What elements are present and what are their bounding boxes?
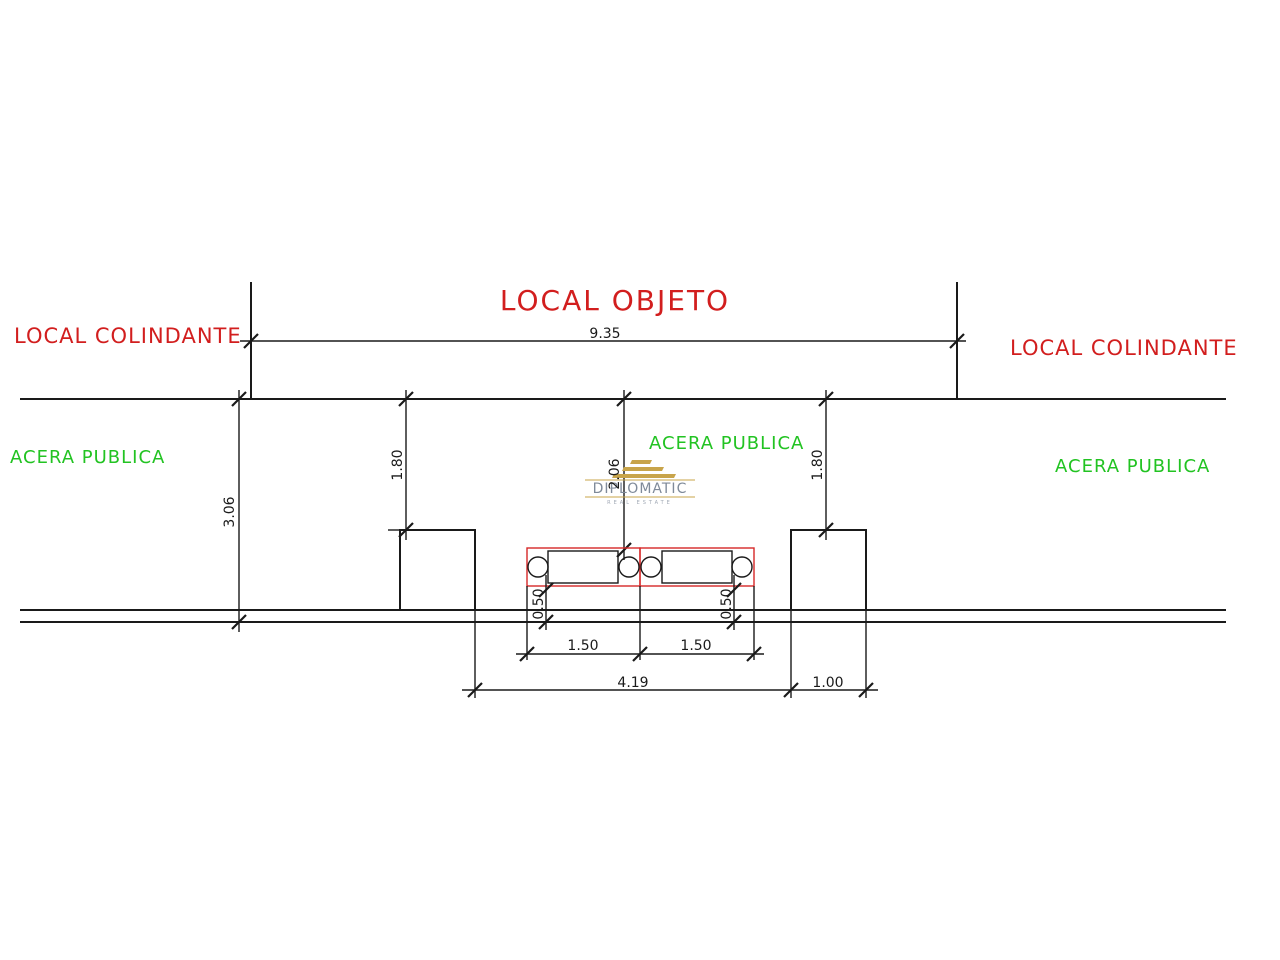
dim-module-right: 1.50 (680, 638, 711, 654)
dim-tick (616, 542, 632, 558)
dim-tick (467, 682, 483, 698)
left-column (399, 529, 476, 611)
dim-tick (858, 682, 874, 698)
dim-tick (616, 391, 632, 407)
label-acera-publica-center: ACERA PUBLICA (649, 433, 804, 454)
dim-tick (632, 646, 648, 662)
dim-tick (231, 614, 247, 630)
dim-tick (243, 333, 259, 349)
label-acera-publica-right: ACERA PUBLICA (1055, 456, 1210, 477)
dim-tick (398, 391, 414, 407)
logo-stripe-icon (612, 474, 676, 478)
dim-tick (726, 582, 742, 598)
watermark-sub: REAL ESTATE (607, 500, 673, 506)
logo-stripe-icon (622, 467, 664, 471)
dim-tick (519, 646, 535, 662)
dim-right-offset: 0.50 (719, 588, 735, 619)
dim-tick (231, 391, 247, 407)
dim-module-left: 1.50 (567, 638, 598, 654)
dim-left-offset: 0.50 (531, 588, 547, 619)
dim-tick (783, 682, 799, 698)
dim-tick (746, 646, 762, 662)
dim-center-depth: 2.06 (607, 458, 623, 489)
dim-tick (949, 333, 965, 349)
module-bench-right (661, 550, 733, 584)
dim-tick (818, 391, 834, 407)
module-post-circle (527, 556, 549, 578)
watermark-logo: DIPLOMATIC REAL ESTATE (585, 460, 695, 506)
label-acera-publica-left: ACERA PUBLICA (10, 447, 165, 468)
dim-opening-width: 4.19 (617, 675, 648, 691)
dim-left-depth: 3.06 (222, 496, 238, 527)
dim-tick (538, 614, 554, 630)
module-outline-left (526, 547, 641, 587)
title-local-objeto: LOCAL OBJETO (500, 284, 730, 317)
module-bench-left (547, 550, 619, 584)
dim-tick (726, 614, 742, 630)
dim-tick (538, 582, 554, 598)
dim-column-width: 1.00 (812, 675, 843, 691)
logo-stripe-icon (630, 460, 652, 464)
module-outline-right (639, 547, 755, 587)
module-post-circle (731, 556, 753, 578)
module-post-circle (618, 556, 640, 578)
watermark-brand: DIPLOMATIC (593, 481, 688, 497)
dim-tick (818, 522, 834, 538)
label-local-colindante-left: LOCAL COLINDANTE (14, 324, 242, 348)
module-post-circle (640, 556, 662, 578)
label-local-colindante-right: LOCAL COLINDANTE (1010, 336, 1238, 360)
dim-total-width: 9.35 (589, 326, 620, 342)
dim-right-column-height: 1.80 (810, 449, 826, 480)
right-column (790, 529, 867, 611)
dim-tick (398, 522, 414, 538)
dim-left-column-height: 1.80 (390, 449, 406, 480)
